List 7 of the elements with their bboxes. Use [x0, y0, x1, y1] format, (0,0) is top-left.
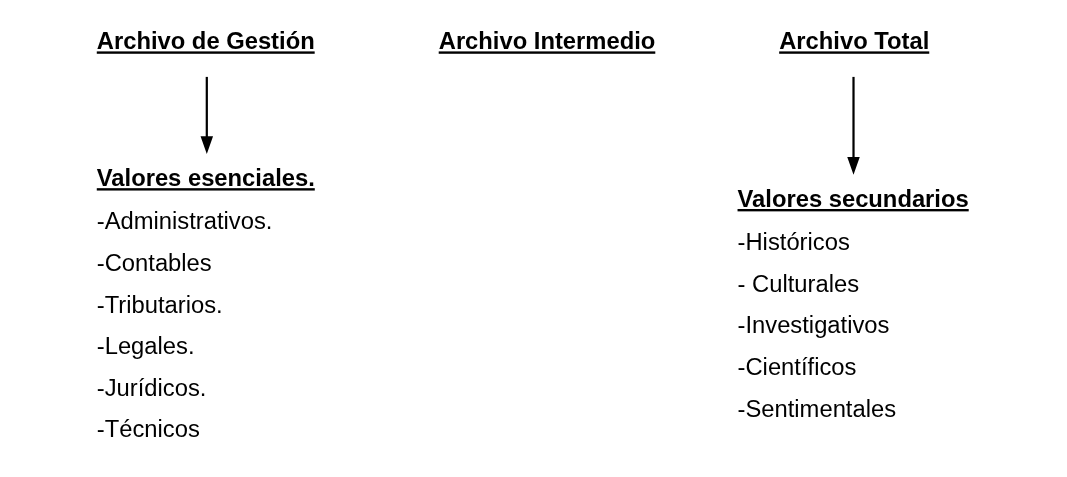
node-text: Valores esenciales. -Administrativos. -Contables -Tributarios. -Legales. -Jurídicos. -Técnicos — [96, 164, 315, 443]
arrow — [200, 76, 214, 155]
node-text: Archivo Intermedio — [438, 27, 656, 55]
node-text: Archivo de Gestión — [96, 27, 315, 55]
node-text: Archivo Total — [779, 27, 930, 55]
node-text: Valores secundarios -Históricos - Culturales -Investigativos -Científicos -Sentimentales — [737, 184, 969, 422]
arrow — [847, 76, 860, 175]
